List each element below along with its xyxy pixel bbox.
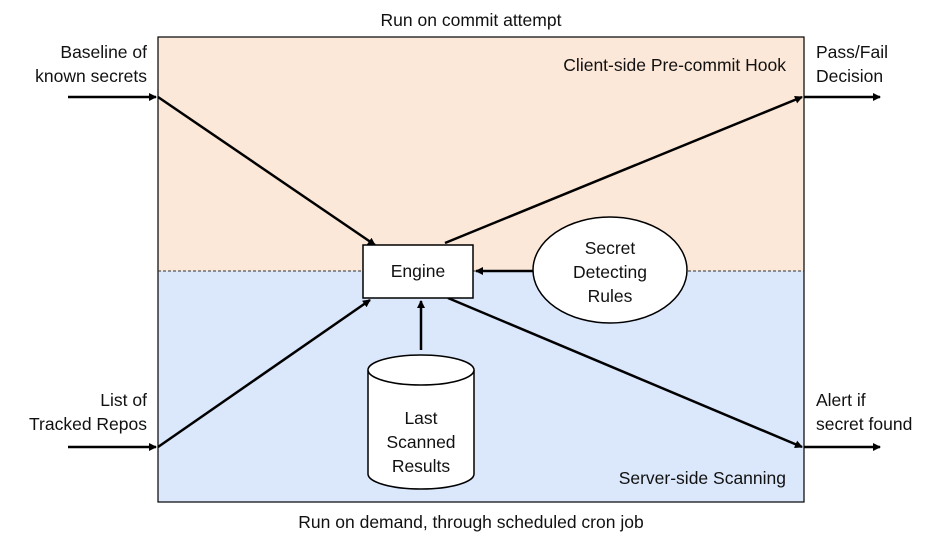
alert-label-line1: Alert if	[816, 390, 866, 410]
rules-ellipse	[532, 216, 688, 324]
rules-label-line1: Secret	[585, 238, 636, 258]
server-side-region	[158, 271, 804, 502]
rules-label-line3: Rules	[588, 286, 633, 306]
engine-box	[362, 244, 474, 299]
baseline-label-line2: known secrets	[35, 66, 147, 86]
client-side-region	[158, 37, 804, 271]
results-label-line1: Last	[404, 408, 437, 428]
results-cylinder	[367, 354, 475, 490]
client-side-region-label: Client-side Pre-commit Hook	[563, 55, 786, 75]
repos-label-line2: Tracked Repos	[29, 414, 147, 434]
decision-label-line2: Decision	[816, 66, 883, 86]
baseline-label-line1: Baseline of	[60, 42, 147, 62]
results-label-line2: Scanned	[386, 432, 455, 452]
engine-to-alert-arrow	[447, 296, 803, 449]
repos-to-engine-arrow	[157, 298, 371, 449]
rules-label-line2: Detecting	[573, 262, 647, 282]
engine-label: Engine	[391, 261, 446, 281]
results-label-line3: Results	[392, 456, 451, 476]
decision-label-line1: Pass/Fail	[816, 42, 888, 62]
engine-to-decision-arrow	[444, 95, 803, 245]
alert-label-line2: secret found	[816, 414, 912, 434]
repos-label-line1: List of	[100, 390, 147, 410]
outer-frame	[157, 36, 805, 503]
baseline-to-engine-arrow	[157, 95, 376, 247]
top-caption: Run on commit attempt	[381, 10, 562, 30]
bottom-caption: Run on demand, through scheduled cron jo…	[298, 512, 643, 532]
server-side-region-label: Server-side Scanning	[619, 468, 786, 488]
